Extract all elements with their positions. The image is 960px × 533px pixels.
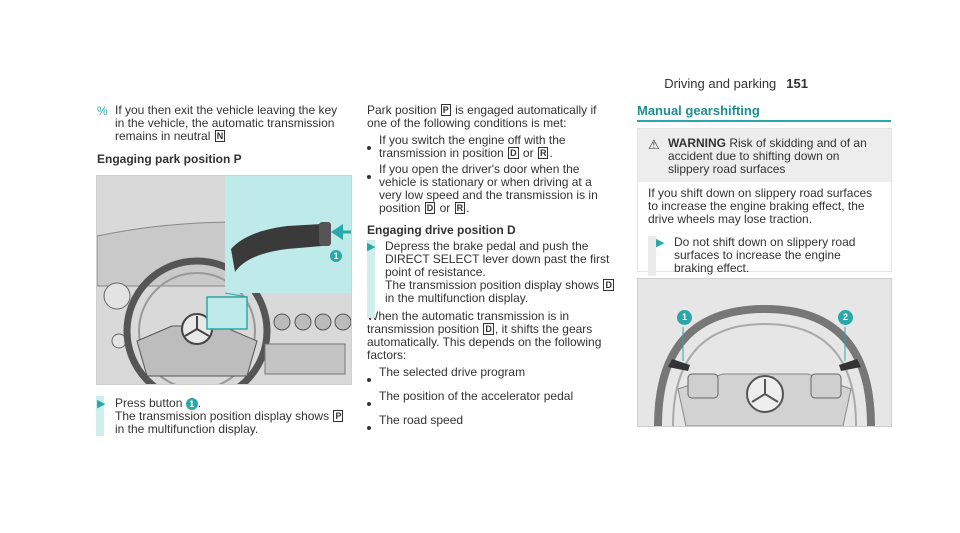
callout-1-inline: 1 xyxy=(185,398,198,410)
step-arrow-icon: ▶ xyxy=(97,398,106,410)
step-bar xyxy=(648,236,656,276)
park-intro: Park position P is engaged automatically… xyxy=(367,103,597,130)
gear-r-icon: R xyxy=(454,202,466,214)
gear-p-icon: P xyxy=(333,410,344,422)
bullet-item: If you open the driver's door when the v… xyxy=(367,163,622,215)
warning-icon: ⚠ xyxy=(648,137,660,152)
factor-item: The road speed xyxy=(367,414,622,433)
step-result-2: in the multifunction display. xyxy=(115,422,259,436)
automatic-para: When the automatic transmission is in tr… xyxy=(367,309,602,362)
warning-box: ⚠ WARNING Risk of skidding and of an acc… xyxy=(637,128,892,276)
step-instruction: Press button 1. xyxy=(115,396,202,410)
step-result: The transmission position display shows … xyxy=(115,409,344,423)
callout-1: 1 xyxy=(330,250,342,262)
cockpit-illustration xyxy=(97,176,351,384)
gear-p-icon: P xyxy=(440,104,451,116)
warning-body: If you shift down on slippery road surfa… xyxy=(648,186,873,226)
step-press-button: ▶ Press button 1. The transmission posit… xyxy=(97,397,347,436)
step-bar xyxy=(96,396,104,436)
section-title: Driving and parking xyxy=(664,76,777,91)
heading-park-position: Engaging park position P xyxy=(97,152,242,166)
factor-item: The position of the accelerator pedal xyxy=(367,390,622,409)
gear-d-icon: D xyxy=(483,323,494,335)
section-heading-manual: Manual gearshifting xyxy=(637,103,760,118)
gear-n-icon: N xyxy=(214,130,226,142)
steering-wheel-illustration xyxy=(638,279,891,426)
gear-d-icon: D xyxy=(603,279,614,291)
gear-d-icon: D xyxy=(424,202,436,214)
warning-title: WARNING Risk of skidding and of an accid… xyxy=(668,136,867,176)
step-result-2: in the multifunction display. xyxy=(385,291,529,305)
bullet-icon xyxy=(367,175,371,179)
page-number: 151 xyxy=(786,76,808,91)
gear-d-icon: D xyxy=(508,147,519,159)
step-drive: ▶ Depress the brake pedal and push the D… xyxy=(367,239,622,318)
factor-item: The selected drive program xyxy=(367,366,622,385)
running-header: Driving and parking 151 xyxy=(664,76,808,91)
warning-step: ▶ Do not shift down on slippery road sur… xyxy=(638,226,891,276)
warning-header: ⚠ WARNING Risk of skidding and of an acc… xyxy=(638,129,891,182)
note-icon: % xyxy=(97,104,108,118)
step-result: The transmission position display shows … xyxy=(385,278,614,292)
bullet-icon xyxy=(367,146,371,150)
note-block: % If you then exit the vehicle leaving t… xyxy=(97,104,352,143)
note-text: If you then exit the vehicle leaving the… xyxy=(115,103,338,143)
heading-drive-position: Engaging drive position D xyxy=(367,223,516,237)
cockpit-figure: 1 xyxy=(96,175,352,385)
callout-2: 2 xyxy=(838,310,853,325)
heading-rule xyxy=(637,120,891,122)
bullet-icon xyxy=(367,426,371,430)
paddle-figure: 1 2 xyxy=(637,278,892,427)
step-bar xyxy=(367,240,375,318)
bullet-icon xyxy=(367,378,371,382)
bullet-item: If you switch the engine off with the tr… xyxy=(367,134,622,160)
col2-content: Park position P is engaged automatically… xyxy=(367,104,622,433)
step-arrow-icon: ▶ xyxy=(656,237,665,249)
step-arrow-icon: ▶ xyxy=(367,241,376,253)
callout-1: 1 xyxy=(677,310,692,325)
step-instruction: Depress the brake pedal and push the DIR… xyxy=(385,239,610,279)
gear-r-icon: R xyxy=(537,147,549,159)
bullet-icon xyxy=(367,402,371,406)
